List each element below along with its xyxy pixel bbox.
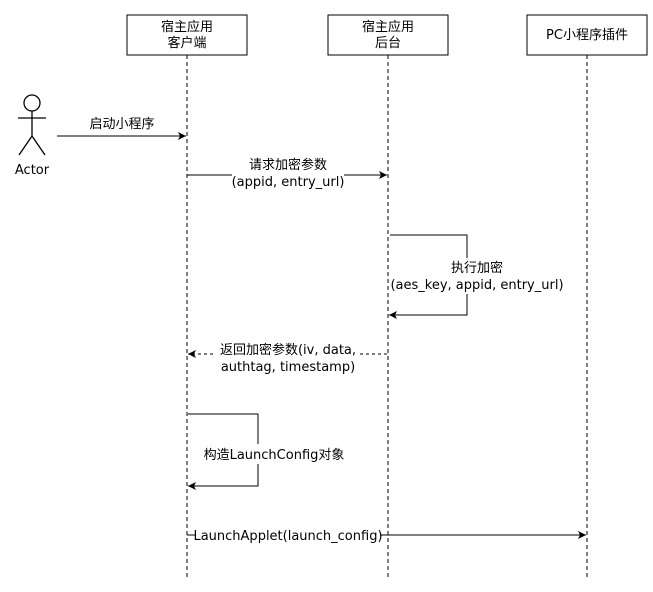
message-encrypt-self: 执行加密 (aes_key, appid, entry_url) — [389, 234, 564, 319]
participant-label: PC小程序插件 — [546, 28, 628, 43]
message-label: 返回加密参数(iv, data, — [220, 342, 356, 358]
message-label: (aes_key, appid, entry_url) — [390, 278, 563, 293]
message-request-encrypted-params: 请求加密参数 (appid, entry_url) — [187, 156, 387, 191]
message-label: (appid, entry_url) — [232, 175, 345, 190]
participant-label: 后台 — [375, 36, 401, 51]
participant-pc-plugin: PC小程序插件 — [526, 14, 648, 56]
message-return-encrypted-params: 返回加密参数(iv, data, authtag, timestamp) — [188, 341, 387, 375]
participant-label: 客户端 — [167, 35, 206, 51]
message-label: LaunchApplet(launch_config) — [193, 529, 382, 544]
message-label: 执行加密 — [451, 260, 503, 276]
participant-box — [327, 14, 449, 56]
message-label: 构造LaunchConfig对象 — [204, 448, 345, 463]
message-launch-miniprogram: 启动小程序 — [57, 117, 186, 140]
message-label: 请求加密参数 — [249, 157, 327, 173]
message-label: 启动小程序 — [89, 117, 154, 132]
actor-figure — [18, 94, 46, 156]
message-label: authtag, timestamp) — [221, 360, 355, 375]
participant-box — [526, 14, 648, 56]
participant-host-client: 宿主应用 客户端 — [126, 14, 248, 56]
participant-host-backend: 宿主应用 后台 — [327, 14, 449, 56]
message-build-launch-config: 构造LaunchConfig对象 — [188, 413, 353, 490]
actor-label: Actor — [15, 163, 50, 178]
participant-label: 宿主应用 — [362, 19, 414, 35]
participant-box — [126, 14, 248, 56]
participant-label: 宿主应用 — [161, 19, 213, 35]
message-launch-applet: LaunchApplet(launch_config) — [187, 525, 586, 545]
